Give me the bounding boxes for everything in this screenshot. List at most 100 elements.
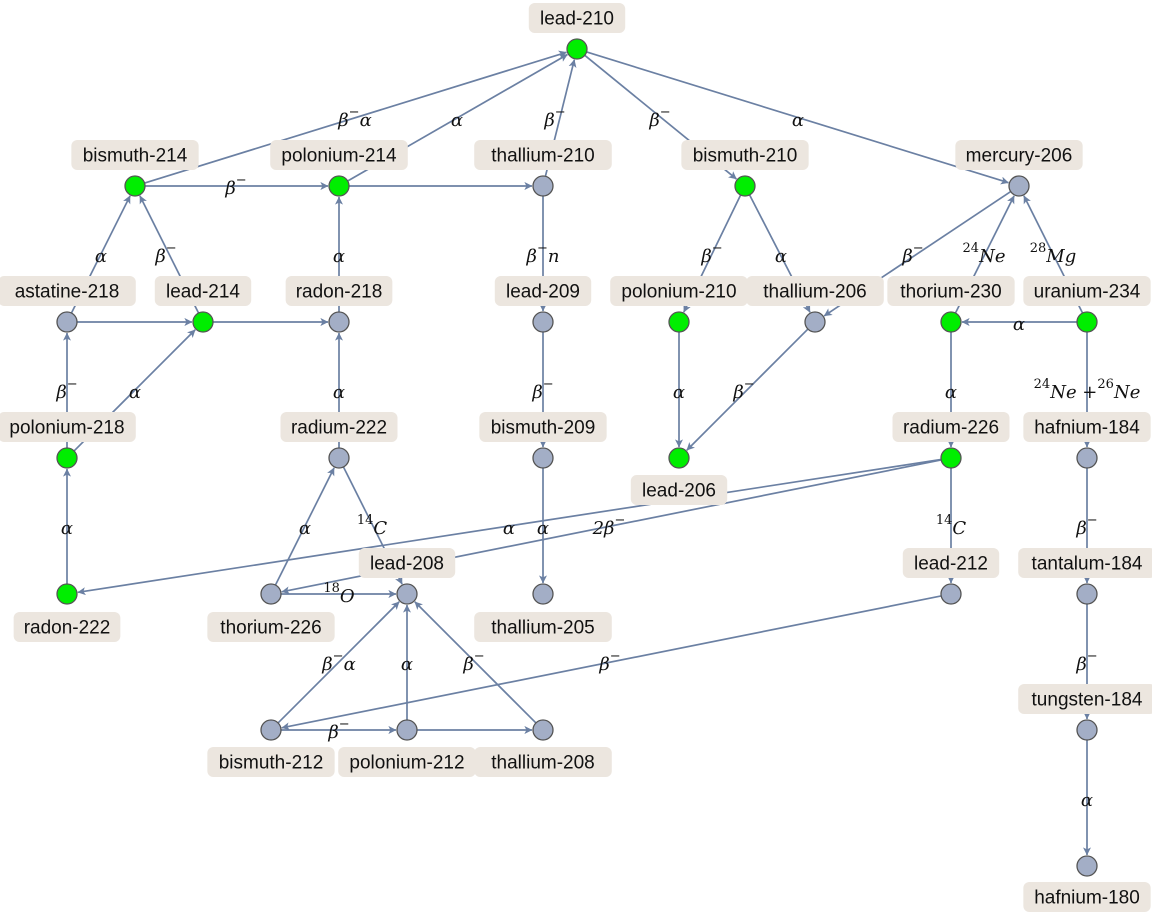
- node-dot: [260, 583, 282, 605]
- node-label-box: [474, 747, 612, 777]
- edge-label-lead-210-to-mercury-206: α: [792, 110, 804, 131]
- node-thallium-210: thallium-210: [474, 140, 612, 197]
- node-label-box: [474, 612, 612, 642]
- edge-label-polonium-214-to-lead-210: α: [451, 110, 463, 131]
- edge-label-thorium-226-to-radium-222: α: [299, 518, 311, 539]
- edge-bismuth-212-to-lead-208: [277, 601, 400, 724]
- node-bismuth-212: bismuth-212: [207, 719, 335, 777]
- node-label-box: [207, 747, 335, 777]
- node-dot: [1076, 855, 1098, 877]
- node-label: mercury-206: [966, 146, 1073, 167]
- node-dot: [1076, 583, 1098, 605]
- node-dot: [668, 311, 690, 333]
- node-hafnium-180: hafnium-180: [1023, 855, 1151, 912]
- edge-label-hafnium-184-to-tantalum-184: β−: [1075, 513, 1097, 539]
- node-lead-214: lead-214: [154, 276, 252, 333]
- edge-label-tungsten-184-to-hafnium-180: α: [1081, 790, 1093, 811]
- node-dot: [532, 311, 554, 333]
- node-polonium-214: polonium-214: [270, 140, 408, 197]
- node-dot: [56, 311, 78, 333]
- node-dot: [1076, 719, 1098, 741]
- node-lead-208: lead-208: [358, 548, 456, 605]
- edge-label-tantalum-184-to-tungsten-184: β−: [1075, 649, 1097, 675]
- edge-label-polonium-218-to-astatine-218: β−: [55, 377, 77, 403]
- node-dot: [532, 583, 554, 605]
- edge-label-lead-209-to-bismuth-209: β−: [531, 377, 553, 403]
- edge-label-radium-226-to-radon-222: α: [503, 518, 515, 539]
- edge-lead-212-to-bismuth-212: [281, 595, 942, 731]
- node-hafnium-184: hafnium-184: [1023, 412, 1151, 469]
- node-thallium-205: thallium-205: [474, 583, 612, 642]
- node-label: uranium-234: [1034, 282, 1141, 303]
- edge-label-polonium-210-to-lead-206: α: [673, 382, 685, 403]
- node-label: lead-214: [166, 282, 240, 303]
- edge-label-astatine-218-to-bismuth-214: α: [95, 246, 107, 267]
- node-label: thorium-226: [220, 618, 321, 639]
- node-thorium-230: thorium-230: [887, 276, 1015, 333]
- edge-label-radium-226-to-thorium-226: 2β−: [592, 513, 626, 539]
- node-radon-222: radon-222: [13, 583, 121, 642]
- node-dot: [396, 583, 418, 605]
- node-radon-218: radon-218: [285, 276, 393, 333]
- node-dot: [804, 311, 826, 333]
- node-dot: [396, 719, 418, 741]
- edge-label-uranium-234-to-hafnium-184: 24Ne +26Ne: [1034, 377, 1141, 403]
- node-dot: [940, 311, 962, 333]
- node-label: bismuth-209: [491, 418, 596, 439]
- node-dot: [940, 583, 962, 605]
- node-tantalum-184: tantalum-184: [1018, 548, 1152, 605]
- node-label-box: [358, 548, 456, 578]
- edge-label-bismuth-212-to-polonium-212: β−: [327, 717, 349, 743]
- edge-label-thorium-226-to-lead-208: 18O: [323, 581, 355, 607]
- node-dot: [566, 38, 588, 60]
- node-thorium-226: thorium-226: [207, 583, 335, 642]
- edges-layer: [63, 50, 1091, 856]
- node-dot: [668, 447, 690, 469]
- node-label: polonium-212: [349, 753, 464, 774]
- edge-label-bismuth-212-to-lead-208: β−α: [321, 649, 355, 675]
- node-label-box: [270, 140, 408, 170]
- node-lead-209: lead-209: [494, 276, 592, 333]
- node-label-box: [610, 276, 748, 306]
- node-label-box: [474, 140, 612, 170]
- edge-label-bismuth-214-to-lead-210: β−α: [337, 105, 371, 131]
- node-label: radium-226: [903, 418, 999, 439]
- node-label: lead-208: [370, 554, 444, 575]
- edge-label-polonium-218-to-lead-214: α: [129, 382, 141, 403]
- node-lead-206: lead-206: [630, 447, 728, 505]
- edge-label-bismuth-209-to-thallium-205: α: [537, 518, 549, 539]
- node-label-box: [154, 276, 252, 306]
- node-label: polonium-210: [621, 282, 736, 303]
- edge-label-bismuth-210-to-thallium-206: α: [775, 246, 787, 267]
- node-label: thallium-206: [763, 282, 867, 303]
- node-label-box: [1018, 684, 1152, 714]
- node-label: tungsten-184: [1032, 690, 1143, 711]
- edge-label-radon-222-to-polonium-218: α: [61, 518, 73, 539]
- node-label-box: [71, 140, 199, 170]
- node-polonium-210: polonium-210: [610, 276, 748, 333]
- node-radium-226: radium-226: [892, 412, 1010, 469]
- node-dot: [56, 447, 78, 469]
- node-label: astatine-218: [15, 282, 120, 303]
- node-label-box: [528, 3, 626, 33]
- node-label: lead-212: [914, 554, 988, 575]
- node-label: thallium-208: [491, 753, 595, 774]
- edge-label-lead-210-to-bismuth-210: β−: [648, 105, 670, 131]
- edge-label-thorium-230-to-mercury-206: 24Ne: [963, 241, 1006, 267]
- node-astatine-218: astatine-218: [0, 276, 136, 333]
- node-label-box: [681, 140, 809, 170]
- node-lead-212: lead-212: [902, 548, 1000, 605]
- node-label-box: [494, 276, 592, 306]
- node-label: thallium-210: [491, 146, 595, 167]
- node-label-box: [207, 612, 335, 642]
- node-mercury-206: mercury-206: [955, 140, 1083, 197]
- node-label: bismuth-210: [693, 146, 798, 167]
- node-label-box: [1023, 276, 1151, 306]
- edge-label-thorium-230-to-radium-226: α: [945, 382, 957, 403]
- edge-label-bismuth-214-to-polonium-214: β−: [224, 173, 246, 199]
- node-polonium-212: polonium-212: [338, 719, 476, 777]
- node-dot: [56, 583, 78, 605]
- node-dot: [1076, 311, 1098, 333]
- edge-lead-210-to-mercury-206: [586, 51, 1009, 185]
